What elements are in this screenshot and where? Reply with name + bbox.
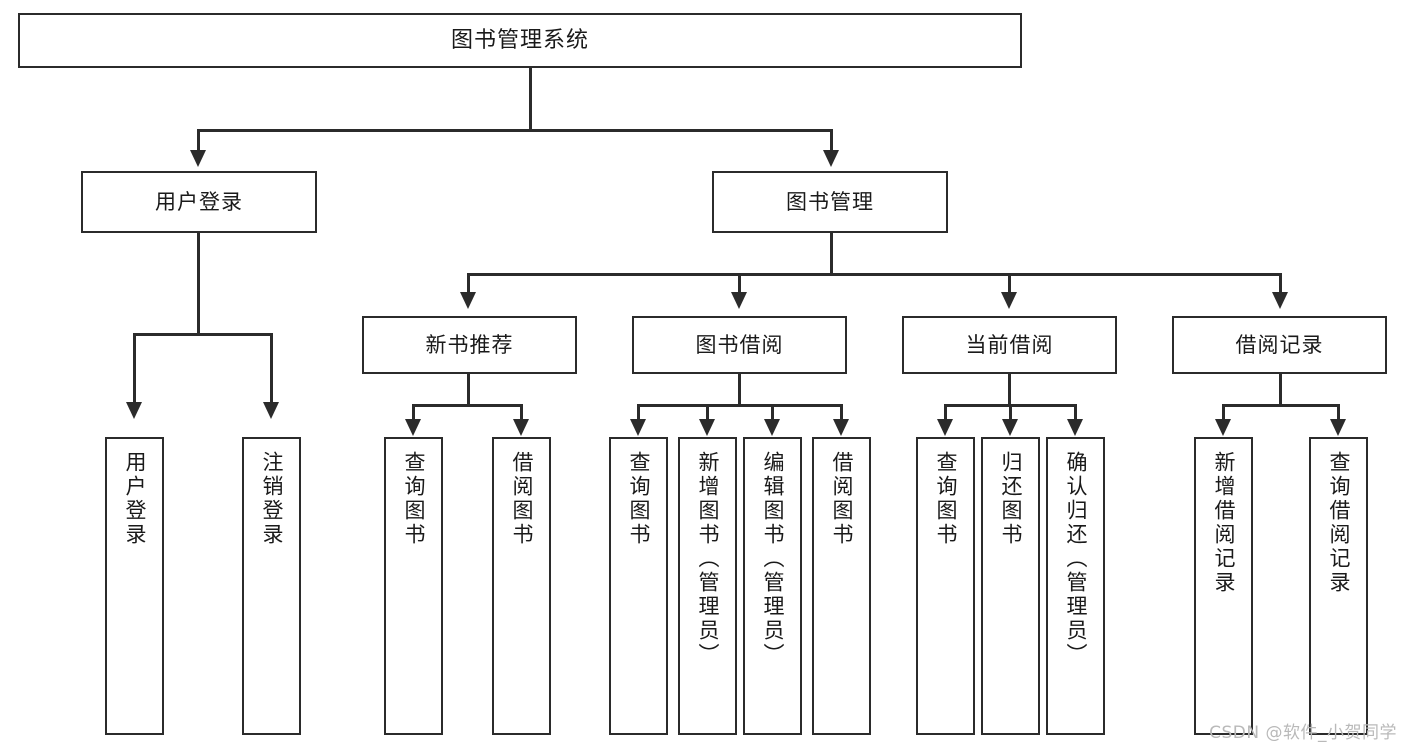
node-leaf-add-book[interactable]: 新增图书（管理员） — [678, 437, 737, 735]
connector-book-manage-to-borrow — [738, 273, 741, 295]
connector-current-leaf-1 — [944, 404, 947, 422]
arrow-current-leaf-2 — [1002, 419, 1018, 436]
arrow-record-leaf-2 — [1330, 419, 1346, 436]
arrow-user-login-leaf-1 — [126, 402, 142, 419]
connector-current-stem — [1008, 374, 1011, 406]
node-borrow-record-label: 借阅记录 — [1235, 332, 1324, 357]
connector-current-leaf-2 — [1009, 404, 1012, 422]
arrow-book-manage-to-borrow — [731, 292, 747, 309]
node-book-borrow[interactable]: 图书借阅 — [632, 316, 847, 374]
arrow-borrow-leaf-2 — [699, 419, 715, 436]
arrow-book-manage-to-current — [1001, 292, 1017, 309]
node-user-login[interactable]: 用户登录 — [81, 171, 317, 233]
node-leaf-confirm-return[interactable]: 确认归还（管理员） — [1046, 437, 1105, 735]
node-leaf-user-login-label: 用户登录 — [122, 451, 147, 547]
arrow-current-leaf-1 — [937, 419, 953, 436]
connector-user-login-leaf-1 — [133, 333, 136, 405]
node-book-borrow-label: 图书借阅 — [695, 332, 784, 357]
node-leaf-return-book[interactable]: 归还图书 — [981, 437, 1040, 735]
node-new-book-recommend[interactable]: 新书推荐 — [362, 316, 577, 374]
arrow-borrow-leaf-3 — [764, 419, 780, 436]
connector-borrow-leaf-4 — [840, 404, 843, 422]
node-leaf-query-book-2[interactable]: 查询图书 — [609, 437, 668, 735]
arrow-record-leaf-1 — [1215, 419, 1231, 436]
node-leaf-query-record[interactable]: 查询借阅记录 — [1309, 437, 1368, 735]
node-leaf-logout[interactable]: 注销登录 — [242, 437, 301, 735]
node-root-label: 图书管理系统 — [450, 27, 589, 53]
node-root[interactable]: 图书管理系统 — [18, 13, 1022, 68]
connector-borrow-leaf-2 — [706, 404, 709, 422]
connector-book-manage-to-record — [1279, 273, 1282, 295]
connector-book-manage-to-current — [1008, 273, 1011, 295]
connector-book-manage-bar — [467, 273, 1281, 276]
connector-current-leaf-3 — [1074, 404, 1077, 422]
connector-recommend-bar — [412, 404, 522, 407]
node-leaf-add-record-label: 新增借阅记录 — [1211, 451, 1236, 595]
node-leaf-logout-label: 注销登录 — [259, 451, 284, 547]
connector-borrow-leaf-1 — [637, 404, 640, 422]
node-leaf-borrow-book-2[interactable]: 借阅图书 — [812, 437, 871, 735]
connector-book-manage-to-recommend — [467, 273, 470, 295]
connector-book-manage-stem — [830, 233, 833, 275]
node-current-borrow[interactable]: 当前借阅 — [902, 316, 1117, 374]
connector-record-stem — [1279, 374, 1282, 406]
connector-root-bar — [197, 129, 833, 132]
node-leaf-query-book-3[interactable]: 查询图书 — [916, 437, 975, 735]
arrow-recommend-leaf-1 — [405, 419, 421, 436]
node-leaf-borrow-book-1-label: 借阅图书 — [509, 451, 534, 547]
node-new-book-recommend-label: 新书推荐 — [425, 332, 514, 357]
node-leaf-return-book-label: 归还图书 — [998, 451, 1023, 547]
arrow-borrow-leaf-4 — [833, 419, 849, 436]
node-leaf-confirm-return-label: 确认归还（管理员） — [1063, 451, 1088, 667]
node-leaf-borrow-book-1[interactable]: 借阅图书 — [492, 437, 551, 735]
connector-borrow-leaf-3 — [771, 404, 774, 422]
arrow-root-to-user-login — [190, 150, 206, 167]
connector-record-leaf-2 — [1337, 404, 1340, 422]
connector-record-bar — [1222, 404, 1339, 407]
connector-borrow-bar — [637, 404, 841, 407]
node-book-manage-label: 图书管理 — [786, 189, 874, 214]
node-leaf-add-book-label: 新增图书（管理员） — [695, 451, 720, 667]
node-leaf-query-book-1[interactable]: 查询图书 — [384, 437, 443, 735]
node-leaf-query-book-3-label: 查询图书 — [933, 451, 958, 547]
arrow-book-manage-to-recommend — [460, 292, 476, 309]
node-leaf-edit-book[interactable]: 编辑图书（管理员） — [743, 437, 802, 735]
connector-recommend-leaf-2 — [520, 404, 523, 422]
node-leaf-query-book-2-label: 查询图书 — [626, 451, 651, 547]
arrow-borrow-leaf-1 — [630, 419, 646, 436]
node-book-manage[interactable]: 图书管理 — [712, 171, 948, 233]
connector-user-login-leaf-2 — [270, 333, 273, 405]
node-current-borrow-label: 当前借阅 — [965, 332, 1054, 357]
node-leaf-query-record-label: 查询借阅记录 — [1326, 451, 1351, 595]
connector-record-leaf-1 — [1222, 404, 1225, 422]
connector-user-login-bar — [133, 333, 272, 336]
arrow-current-leaf-3 — [1067, 419, 1083, 436]
arrow-user-login-leaf-2 — [263, 402, 279, 419]
connector-root-to-book-manage — [830, 129, 833, 153]
node-user-login-label: 用户登录 — [155, 189, 243, 214]
watermark: CSDN @软件_小贺同学 — [1209, 723, 1397, 743]
node-leaf-user-login[interactable]: 用户登录 — [105, 437, 164, 735]
node-leaf-query-book-1-label: 查询图书 — [401, 451, 426, 547]
node-leaf-borrow-book-2-label: 借阅图书 — [829, 451, 854, 547]
connector-recommend-stem — [467, 374, 470, 406]
connector-user-login-stem — [197, 233, 200, 335]
connector-root-stem — [529, 68, 532, 131]
arrow-book-manage-to-record — [1272, 292, 1288, 309]
connector-borrow-stem — [738, 374, 741, 406]
node-leaf-add-record[interactable]: 新增借阅记录 — [1194, 437, 1253, 735]
connector-recommend-leaf-1 — [412, 404, 415, 422]
connector-root-to-user-login — [197, 129, 200, 153]
node-leaf-edit-book-label: 编辑图书（管理员） — [760, 451, 785, 667]
arrow-root-to-book-manage — [823, 150, 839, 167]
node-borrow-record[interactable]: 借阅记录 — [1172, 316, 1387, 374]
arrow-recommend-leaf-2 — [513, 419, 529, 436]
